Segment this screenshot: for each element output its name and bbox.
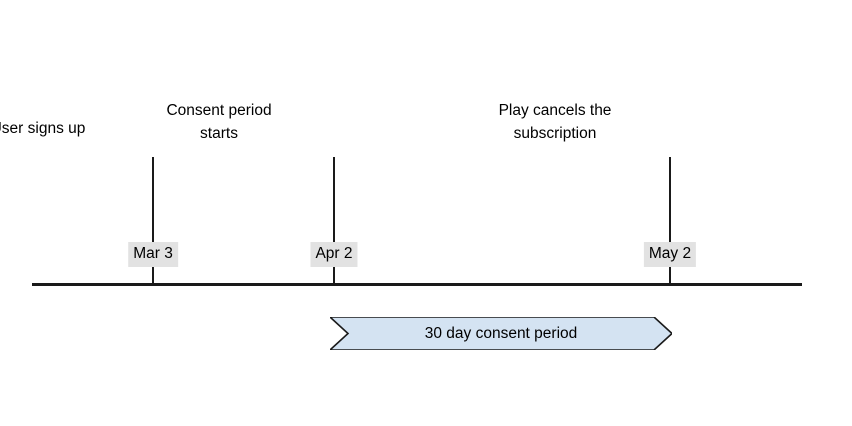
event-date-play-cancels-subscription: May 2 xyxy=(643,242,697,267)
event-stem-user-signs-up xyxy=(152,157,154,283)
event-label-user-signs-up: User signs up xyxy=(0,120,86,137)
event-stem-play-cancels-subscription xyxy=(669,157,671,283)
consent-period-banner: 30 day consent period xyxy=(330,317,672,350)
event-date-user-signs-up: Mar 3 xyxy=(128,242,178,267)
event-stem-consent-period-starts xyxy=(333,157,335,283)
event-date-consent-period-starts: Apr 2 xyxy=(310,242,358,267)
chevron-banner-shape xyxy=(330,317,672,350)
timeline-axis xyxy=(32,283,802,286)
event-label-consent-period-starts: Consent period starts xyxy=(166,102,272,142)
event-label-play-cancels-subscription: Play cancels the subscription xyxy=(498,102,612,142)
consent-period-banner-label: 30 day consent period xyxy=(424,324,578,342)
